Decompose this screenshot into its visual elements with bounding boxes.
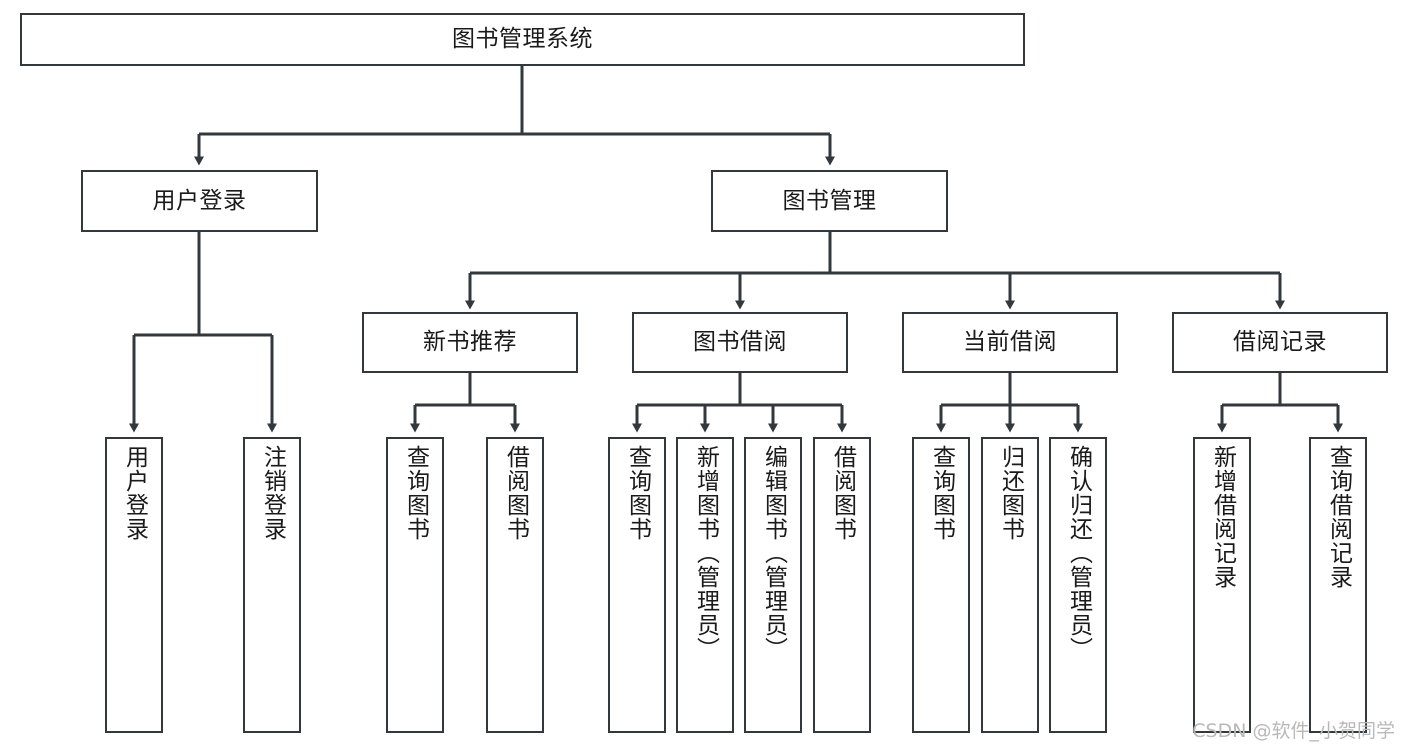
node-label: 用户登录 bbox=[121, 445, 148, 541]
node-label: 新增图书（管理员） bbox=[692, 445, 719, 661]
node-book-borrowing[interactable]: 图书借阅 bbox=[632, 312, 848, 373]
node-label: 新增借阅记录 bbox=[1209, 445, 1236, 589]
node-label: 借阅记录 bbox=[1233, 329, 1327, 356]
node-leaf-return-book[interactable]: 归还图书 bbox=[981, 437, 1039, 733]
node-user-login[interactable]: 用户登录 bbox=[81, 170, 318, 232]
csdn-watermark: CSDN @软件_小贺同学 bbox=[1192, 720, 1395, 742]
node-leaf-add-book-admin[interactable]: 新增图书（管理员） bbox=[676, 437, 734, 733]
node-leaf-edit-book-admin[interactable]: 编辑图书（管理员） bbox=[744, 437, 802, 733]
node-label: 归还图书 bbox=[997, 445, 1024, 541]
node-label: 编辑图书（管理员） bbox=[760, 445, 787, 661]
node-label: 新书推荐 bbox=[423, 329, 517, 356]
node-label: 借阅图书 bbox=[829, 445, 856, 541]
node-book-management[interactable]: 图书管理 bbox=[711, 170, 948, 232]
node-label: 确认归还（管理员） bbox=[1065, 445, 1092, 661]
node-label: 当前借阅 bbox=[963, 329, 1057, 356]
node-leaf-add-borrow-record[interactable]: 新增借阅记录 bbox=[1193, 437, 1251, 733]
node-leaf-query-book-borrow[interactable]: 查询图书 bbox=[608, 437, 666, 733]
node-leaf-query-book-current[interactable]: 查询图书 bbox=[912, 437, 970, 733]
node-label: 图书管理 bbox=[782, 187, 877, 214]
node-root-book-management-system[interactable]: 图书管理系统 bbox=[20, 13, 1025, 66]
node-leaf-query-borrow-record[interactable]: 查询借阅记录 bbox=[1309, 437, 1367, 733]
node-leaf-logout[interactable]: 注销登录 bbox=[243, 437, 301, 733]
node-label: 图书借阅 bbox=[693, 329, 787, 356]
node-leaf-borrow-book[interactable]: 借阅图书 bbox=[813, 437, 871, 733]
node-label: 查询图书 bbox=[402, 445, 429, 541]
node-leaf-user-login[interactable]: 用户登录 bbox=[105, 437, 163, 733]
node-leaf-confirm-return-admin[interactable]: 确认归还（管理员） bbox=[1049, 437, 1107, 733]
node-label: 用户登录 bbox=[152, 187, 247, 214]
node-label: 查询图书 bbox=[624, 445, 651, 541]
node-leaf-borrow-book-recommend[interactable]: 借阅图书 bbox=[486, 437, 544, 733]
node-label: 图书管理系统 bbox=[452, 26, 593, 53]
node-current-borrowing[interactable]: 当前借阅 bbox=[902, 312, 1118, 373]
node-new-book-recommendation[interactable]: 新书推荐 bbox=[362, 312, 578, 373]
node-label: 查询图书 bbox=[928, 445, 955, 541]
node-label: 查询借阅记录 bbox=[1325, 445, 1352, 589]
node-label: 借阅图书 bbox=[502, 445, 529, 541]
node-leaf-query-book-recommend[interactable]: 查询图书 bbox=[386, 437, 444, 733]
node-label: 注销登录 bbox=[259, 445, 286, 541]
node-borrowing-record[interactable]: 借阅记录 bbox=[1172, 312, 1388, 373]
